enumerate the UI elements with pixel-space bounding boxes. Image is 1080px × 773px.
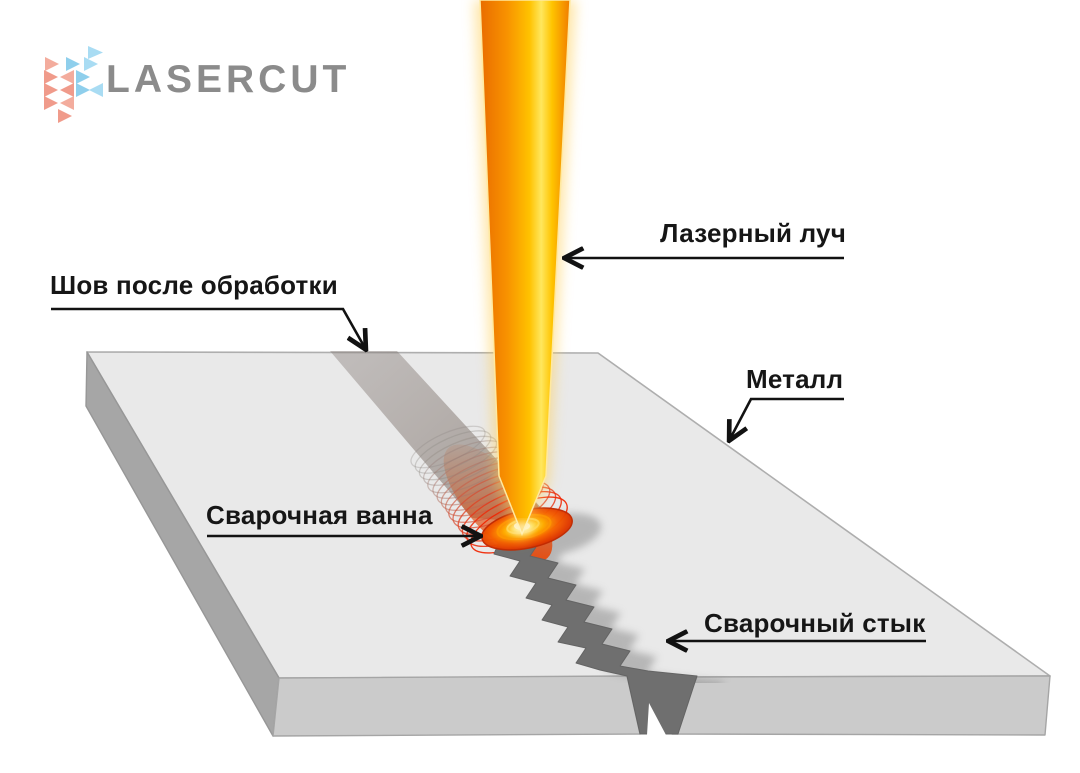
label-seam-after-processing: Шов после обработки	[50, 270, 338, 300]
label-weld-pool: Сварочная ванна	[206, 500, 433, 530]
label-metal: Металл	[746, 364, 844, 394]
annotation-arrows	[51, 258, 926, 641]
plate-front-face-right	[671, 675, 1051, 736]
label-laser-beam: Лазерный луч	[660, 218, 846, 248]
arrow-metal	[730, 397, 844, 439]
arrow-seam-after-processing	[51, 307, 365, 348]
plate-front-face-left	[272, 675, 641, 737]
laser-beam	[474, 0, 576, 544]
label-weld-joint: Сварочный стык	[704, 608, 926, 638]
lasercut-logo-text: LASERCUT	[106, 58, 351, 101]
lasercut-logo-mark	[44, 46, 103, 123]
lasercut-logo: LASERCUT	[38, 45, 346, 125]
weld-joint-gap	[493, 533, 698, 735]
joint-open-gap	[647, 703, 666, 735]
logo-triangles-salmon	[44, 57, 74, 123]
logo-triangles-blue	[66, 46, 103, 97]
laser-tip-glow	[512, 522, 532, 534]
laser-beam-body	[479, 0, 571, 536]
